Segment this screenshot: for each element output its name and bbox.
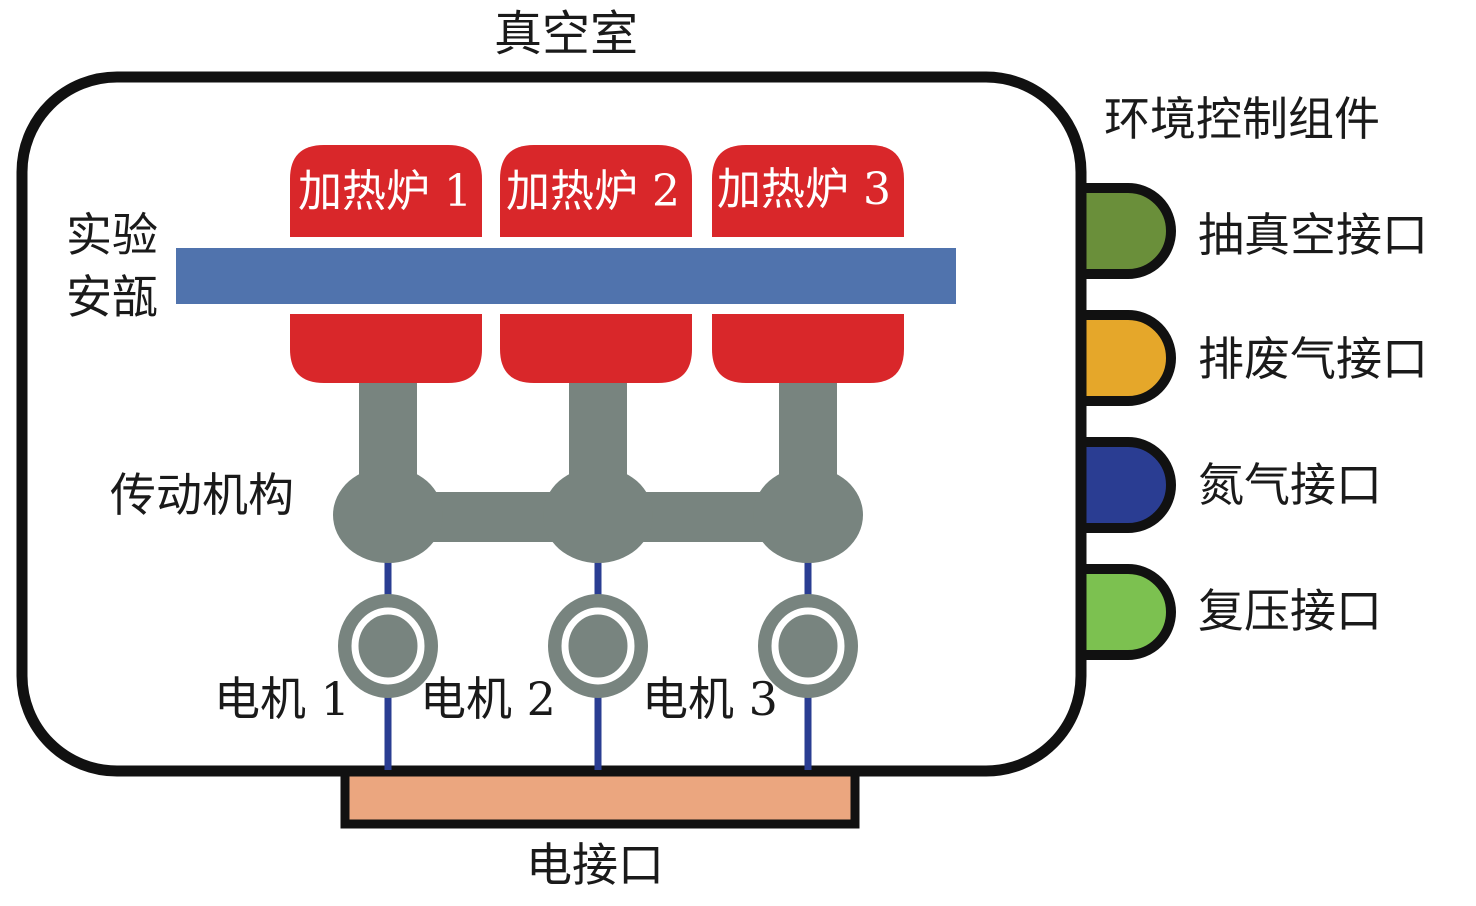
sample-ampoule-bar [176, 248, 956, 304]
port-label-vacuum: 抽真空接口 [1198, 208, 1428, 262]
sample-holder-label-line2: 安瓿 [66, 270, 158, 324]
furnace-2-label: 加热炉 2 [506, 166, 680, 217]
furnaces [290, 145, 904, 383]
furnace-1-label: 加热炉 1 [298, 166, 472, 217]
furnace-1-top [290, 145, 482, 237]
furnace-2-bottom [500, 314, 692, 383]
port-label-repress: 复压接口 [1198, 584, 1382, 638]
env-port-4 [1076, 564, 1176, 660]
chamber-title: 真空室 [494, 6, 639, 62]
transmission-mechanism [333, 383, 863, 563]
joint-1 [333, 467, 443, 563]
port-label-nitrogen: 氮气接口 [1198, 458, 1382, 512]
transmission-label: 传动机构 [110, 468, 294, 522]
sample-holder-label-line1: 实验 [66, 208, 158, 262]
motor-3-label: 电机 3 [642, 672, 778, 726]
motor-ring [351, 607, 425, 685]
env-port-1 [1076, 183, 1176, 279]
electrical-port-label: 电接口 [526, 838, 664, 892]
motor-2-label: 电机 2 [420, 672, 556, 726]
motor-3 [758, 594, 858, 698]
motor-1 [338, 594, 438, 698]
env-ports [1076, 183, 1176, 660]
electrical-port [340, 767, 860, 829]
motor-1-label: 电机 1 [214, 672, 350, 726]
furnace-1-bottom [290, 314, 482, 383]
env-control-title: 环境控制组件 [1104, 92, 1380, 146]
motor-2 [548, 594, 648, 698]
furnace-3-bottom [712, 314, 904, 383]
furnace-3-label: 加热炉 3 [717, 164, 891, 215]
furnace-2-top [500, 145, 692, 237]
env-port-2 [1076, 310, 1176, 406]
motor-ring [561, 607, 635, 685]
joint-2 [543, 467, 653, 563]
port-label-exhaust: 排废气接口 [1198, 332, 1428, 386]
motor-ring [771, 607, 845, 685]
joint-3 [753, 467, 863, 563]
env-port-3 [1076, 437, 1176, 533]
motors [338, 594, 858, 698]
furnace-3-top [712, 145, 904, 237]
